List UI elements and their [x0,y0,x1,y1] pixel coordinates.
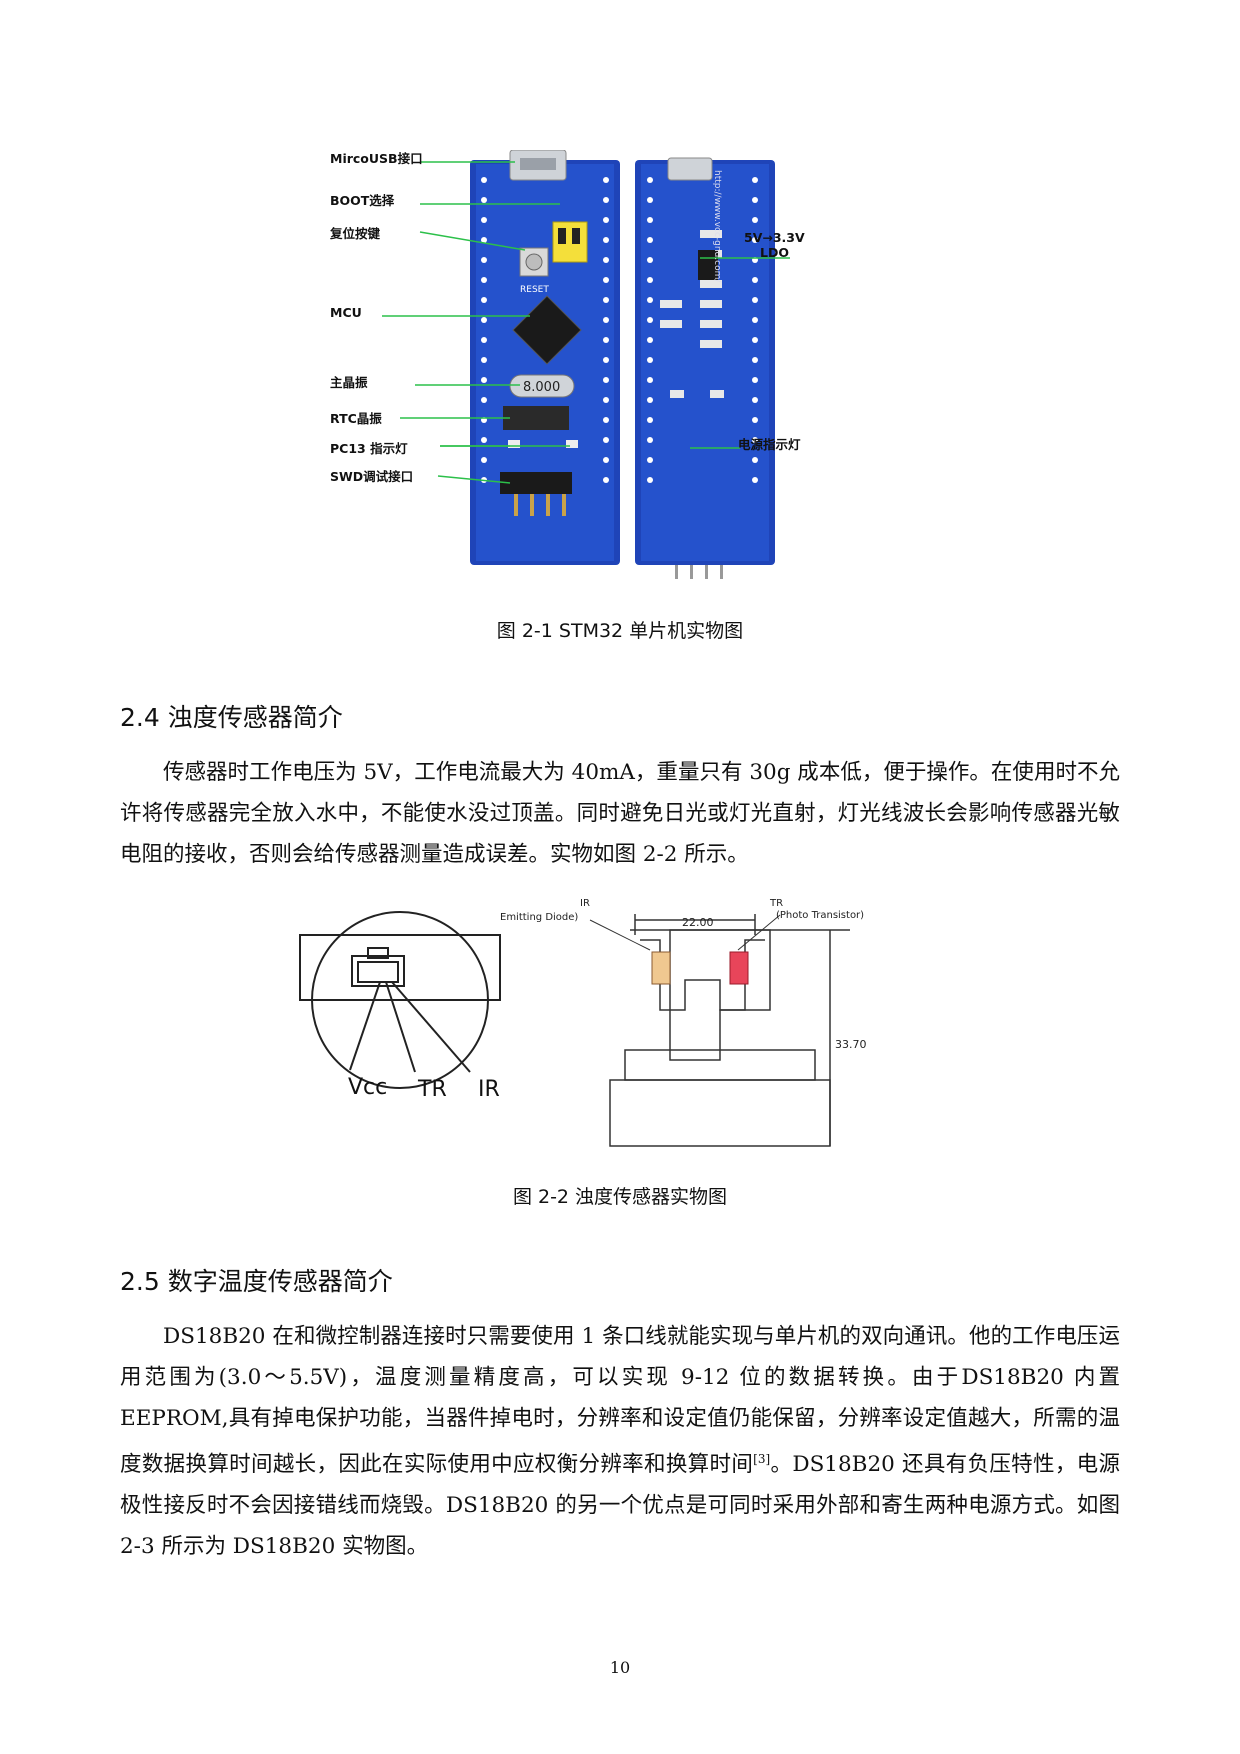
dim-tr-sub: (Photo Transistor) [776,910,864,921]
label-power-led: 电源指示灯 [738,437,801,452]
pin-ir: IR [478,1077,500,1102]
label-pc13: PC13 指示灯 [330,441,408,456]
label-swd: SWD调试接口 [330,469,414,484]
figure-2-2: Vcc TR IR IR Emitting Diode) TR (Photo T… [290,890,990,1150]
turbidity-sensor-drawing: Vcc TR IR IR Emitting Diode) TR (Photo T… [299,898,867,1147]
label-crystal: 主晶振 [330,375,368,390]
label-rtc: RTC晶振 [330,411,382,426]
board-url-left: http://www.vcc-gnd.com/ [712,170,722,283]
crystal-value: 8.000 [523,380,560,395]
section-2-4-body: 传感器时工作电压为 5V，工作电流最大为 40mA，重量只有 30g 成本低，便… [120,752,1120,875]
section-2-5-text-a: DS18B20 在和微控制器连接时只需要使用 1 条口线就能实现与单片机的双向通… [120,1324,1120,1478]
section-2-5-body: DS18B20 在和微控制器连接时只需要使用 1 条口线就能实现与单片机的双向通… [120,1316,1120,1567]
label-reset: 复位按键 [330,226,381,241]
figure-2-1: RESET 8.000 [330,149,900,590]
label-boot: BOOT选择 [330,193,395,208]
dim-ir-sub: Emitting Diode) [500,912,578,923]
section-2-4-paragraph: 传感器时工作电压为 5V，工作电流最大为 40mA，重量只有 30g 成本低，便… [120,760,1120,867]
dim-height: 33.70 [835,1038,867,1051]
section-2-5-paragraph: DS18B20 在和微控制器连接时只需要使用 1 条口线就能实现与单片机的双向通… [120,1316,1120,1567]
label-usb: MircoUSB接口 [330,151,423,166]
stm32-board-image: RESET 8.000 [382,149,790,579]
dim-tr-label: TR [769,898,783,909]
dim-ir-label: IR [580,898,590,909]
citation-ref[interactable]: [3] [753,1452,771,1466]
label-ldo-top: 5V→3.3V [744,230,805,245]
figure-2-1-caption: 图 2-1 STM32 单片机实物图 [496,620,744,642]
figure-2-2-caption: 图 2-2 浊度传感器实物图 [512,1186,728,1208]
pin-vcc: Vcc [348,1075,387,1100]
pin-tr: TR [417,1077,447,1102]
reset-silk: RESET [520,285,549,295]
dim-width: 22.00 [682,916,714,929]
section-2-5-heading: 2.5 数字温度传感器简介 [120,1267,393,1296]
page-number: 10 [609,1658,631,1677]
label-ldo-bottom: LDO [760,245,789,260]
label-mcu: MCU [330,305,362,320]
section-2-4-heading: 2.4 浊度传感器简介 [120,703,343,732]
section-2-5-text-b: 。DS18B20 还具有负压特性，电源极性接反时不会因接错线而烧毁。DS18B2… [120,1452,1120,1560]
